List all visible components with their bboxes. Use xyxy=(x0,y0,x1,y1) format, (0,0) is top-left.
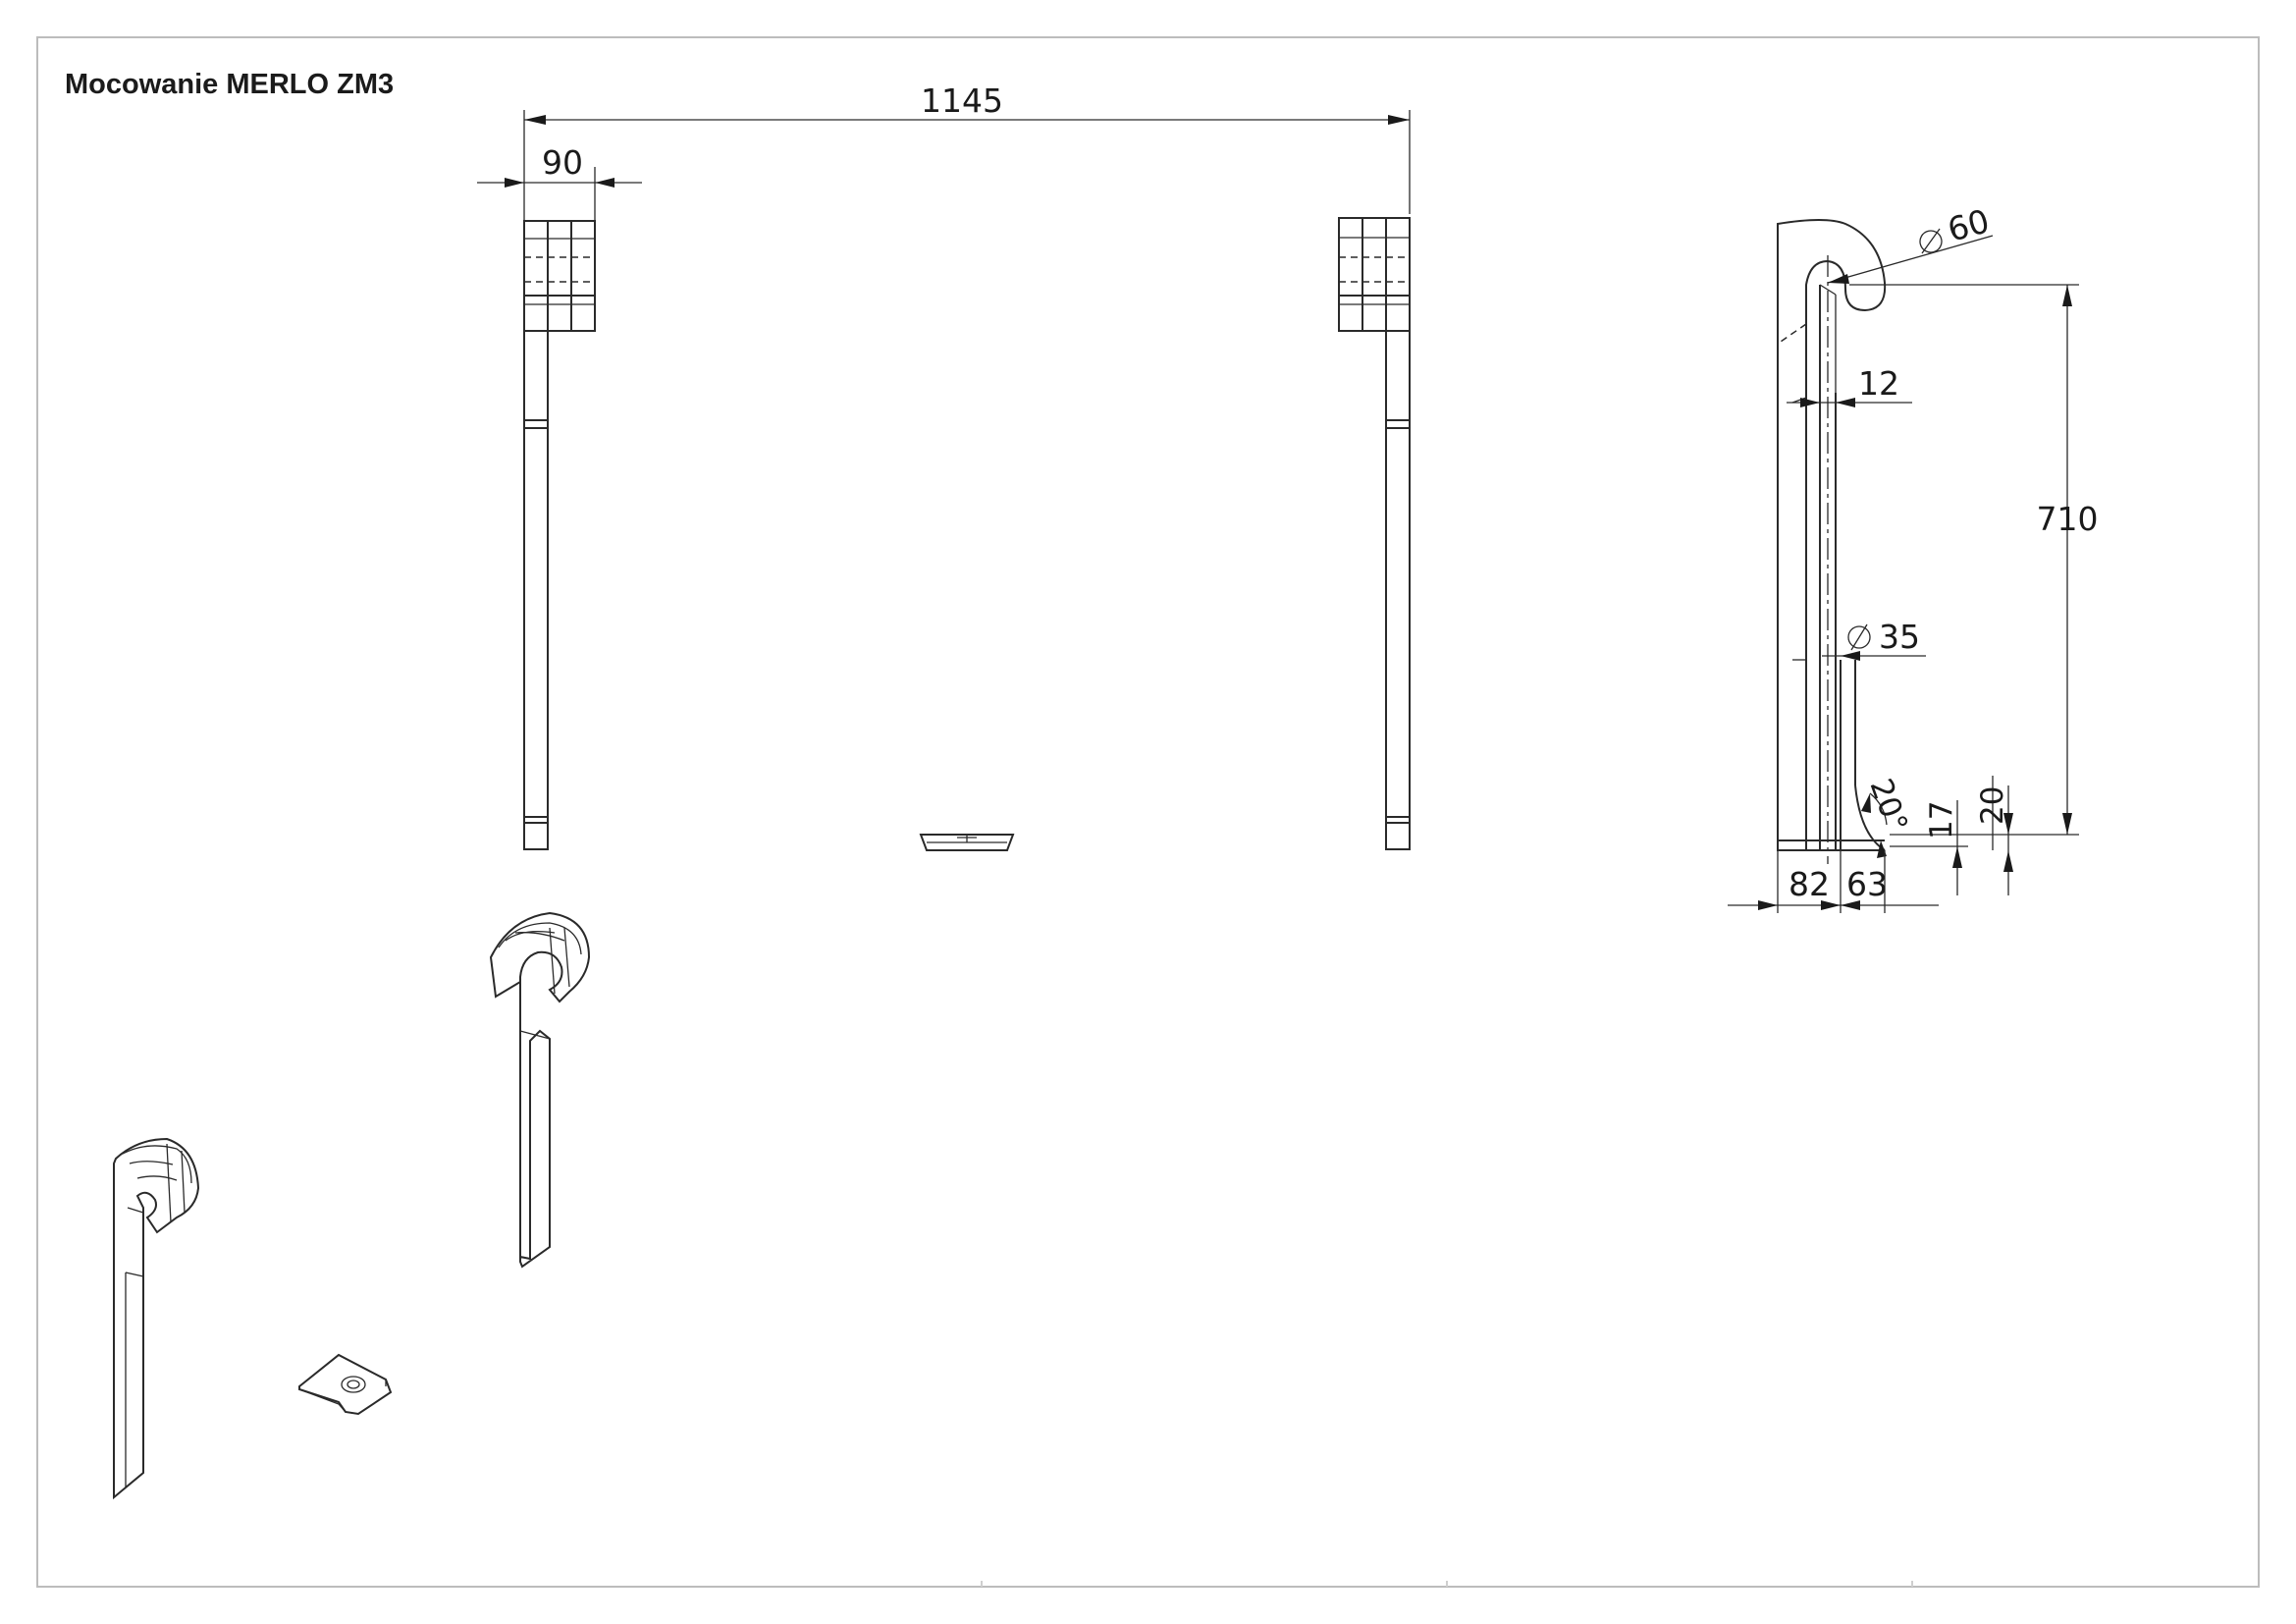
dimension-hook-diameter: 60 xyxy=(1827,201,1994,284)
dimension-chamfer-angle: 20° xyxy=(1861,774,1914,858)
dim-label-710: 710 xyxy=(2037,500,2099,538)
front-view: 1145 90 xyxy=(477,81,1411,851)
iso-hook-lower xyxy=(113,1137,200,1500)
lock-plate-front xyxy=(919,834,1015,851)
dimension-pin-diameter: 35 xyxy=(1822,618,1926,661)
dim-label-17: 17 xyxy=(1924,801,1959,839)
dim-label-1145: 1145 xyxy=(921,81,1003,120)
dimension-17: 17 xyxy=(1890,800,1968,895)
dim-label-20-deg: 20° xyxy=(1862,774,1914,837)
dim-label-12: 12 xyxy=(1858,364,1899,403)
left-bracket-front xyxy=(523,220,596,850)
dimension-overall-width: 1145 xyxy=(523,81,1411,221)
dim-label-90: 90 xyxy=(542,143,583,182)
right-bracket-front xyxy=(1338,217,1411,850)
dim-label-20: 20 xyxy=(1975,786,2010,825)
dim-label-35: 35 xyxy=(1879,618,1920,656)
dimension-20: 20 xyxy=(1975,776,2013,895)
side-view: 60 12 710 xyxy=(1728,201,2099,913)
dimension-bottom: 82 63 xyxy=(1728,850,1939,913)
border-ticks xyxy=(981,1581,1913,1587)
iso-hook-upper xyxy=(489,911,591,1269)
dimension-plate-width: 90 xyxy=(477,143,642,221)
dimension-height: 710 xyxy=(1849,284,2099,836)
drawing-border xyxy=(36,36,2260,1588)
dim-label-60: 60 xyxy=(1944,201,1994,249)
hook-outline xyxy=(1777,219,1887,851)
dim-label-63: 63 xyxy=(1846,865,1888,903)
dim-label-82: 82 xyxy=(1789,865,1830,903)
drawing-title: Mocowanie MERLO ZM3 xyxy=(65,69,395,100)
dimension-slot-width: 12 xyxy=(1787,364,1912,407)
iso-lock-plate xyxy=(298,1353,393,1416)
